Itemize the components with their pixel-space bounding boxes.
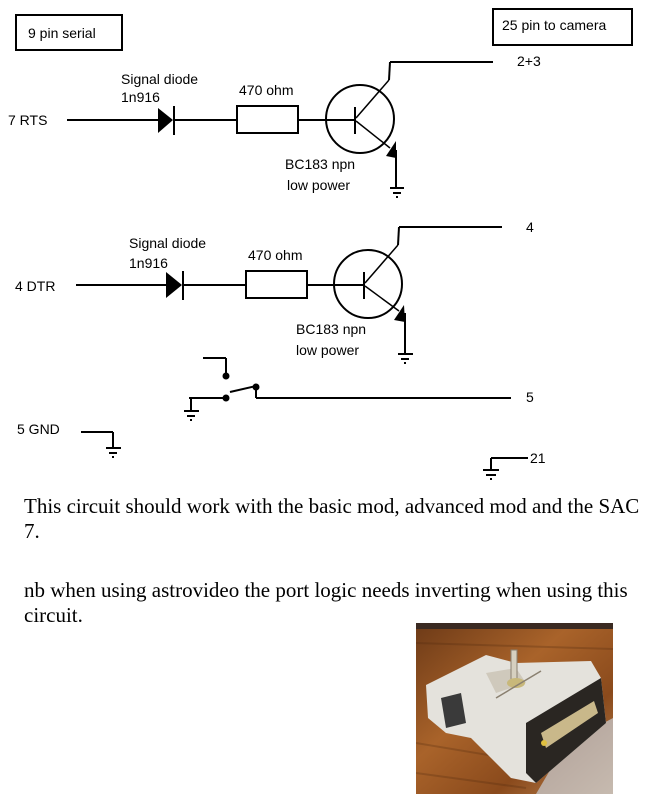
npn-transistor-icon: [333, 226, 502, 354]
ground-icon: [483, 457, 528, 480]
astrovideo-note: nb when using astrovideo the port logic …: [24, 578, 628, 627]
dtr-diode-label-line2: 1n916: [129, 255, 168, 271]
adapter-photo: [416, 623, 613, 794]
dtr-transistor-label-line2: low power: [296, 342, 359, 358]
ground-icon: [81, 431, 121, 458]
switch-output-pin: 5: [526, 389, 534, 405]
rts-transistor-label-line1: BC183 npn: [285, 156, 355, 172]
resistor-icon: [236, 105, 299, 134]
toggle-lever: [510, 649, 518, 681]
dtr-output-pin: 4: [526, 219, 534, 235]
ground-icon: [390, 187, 404, 198]
dtr-transistor-label-line1: BC183 npn: [296, 321, 366, 337]
toggle-switch-icon: [189, 357, 511, 402]
rts-diode-label-line1: Signal diode: [121, 71, 198, 87]
diode-icon: [166, 271, 184, 300]
circuit-schematic: 9 pin serial 25 pin to camera 7 RTS Sign…: [8, 8, 633, 480]
connector-pins: [541, 701, 598, 748]
ground-icon: [184, 398, 199, 421]
ground-icon: [398, 353, 413, 364]
rts-transistor-label-line2: low power: [287, 177, 350, 193]
diode-icon: [158, 106, 175, 135]
dtr-diode-label-line1: Signal diode: [129, 235, 206, 251]
rts-output-pin: 2+3: [517, 53, 541, 69]
dtr-resistor-label: 470 ohm: [248, 247, 302, 263]
compatibility-note: This circuit should work with the basic …: [24, 494, 640, 543]
rts-diode-label-line2: 1n916: [121, 89, 160, 105]
rts-circuit: 7 RTS Signal diode 1n916 470 ohm BC183 n…: [8, 53, 541, 198]
dtr-circuit: 4 DTR Signal diode 1n916 470 ohm BC183 n…: [15, 219, 534, 364]
rts-input-label: 7 RTS: [8, 112, 47, 128]
resistor-icon: [245, 270, 308, 299]
left-connector-label: 9 pin serial: [28, 25, 96, 41]
left-connector-box: 9 pin serial: [15, 14, 123, 51]
rts-resistor-label: 470 ohm: [239, 82, 293, 98]
right-connector-label: 25 pin to camera: [502, 17, 606, 33]
dtr-input-label: 4 DTR: [15, 278, 55, 294]
npn-transistor-icon: [325, 61, 493, 188]
gnd-input-label: 5 GND: [17, 421, 60, 437]
adapter-photo-image: [416, 623, 613, 794]
gnd-output-pin: 21: [530, 450, 546, 466]
right-connector-box: 25 pin to camera: [492, 8, 633, 46]
